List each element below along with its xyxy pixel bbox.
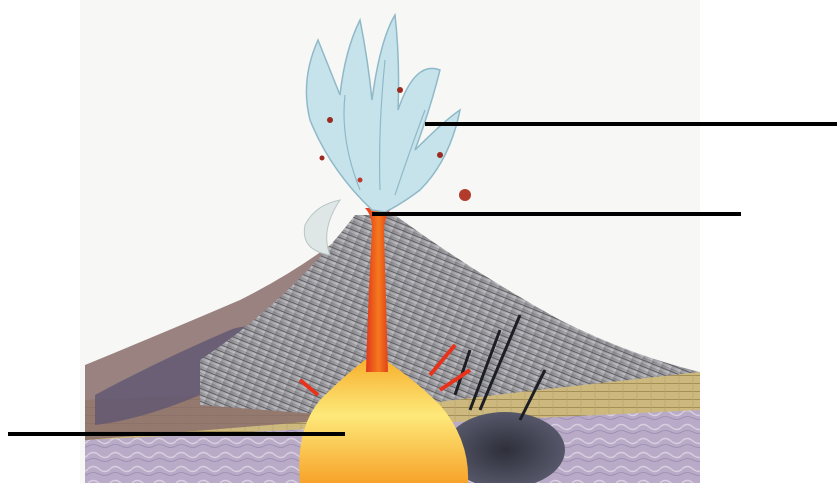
volcano-diagram (0, 0, 837, 483)
volcano-illustration (0, 0, 837, 483)
